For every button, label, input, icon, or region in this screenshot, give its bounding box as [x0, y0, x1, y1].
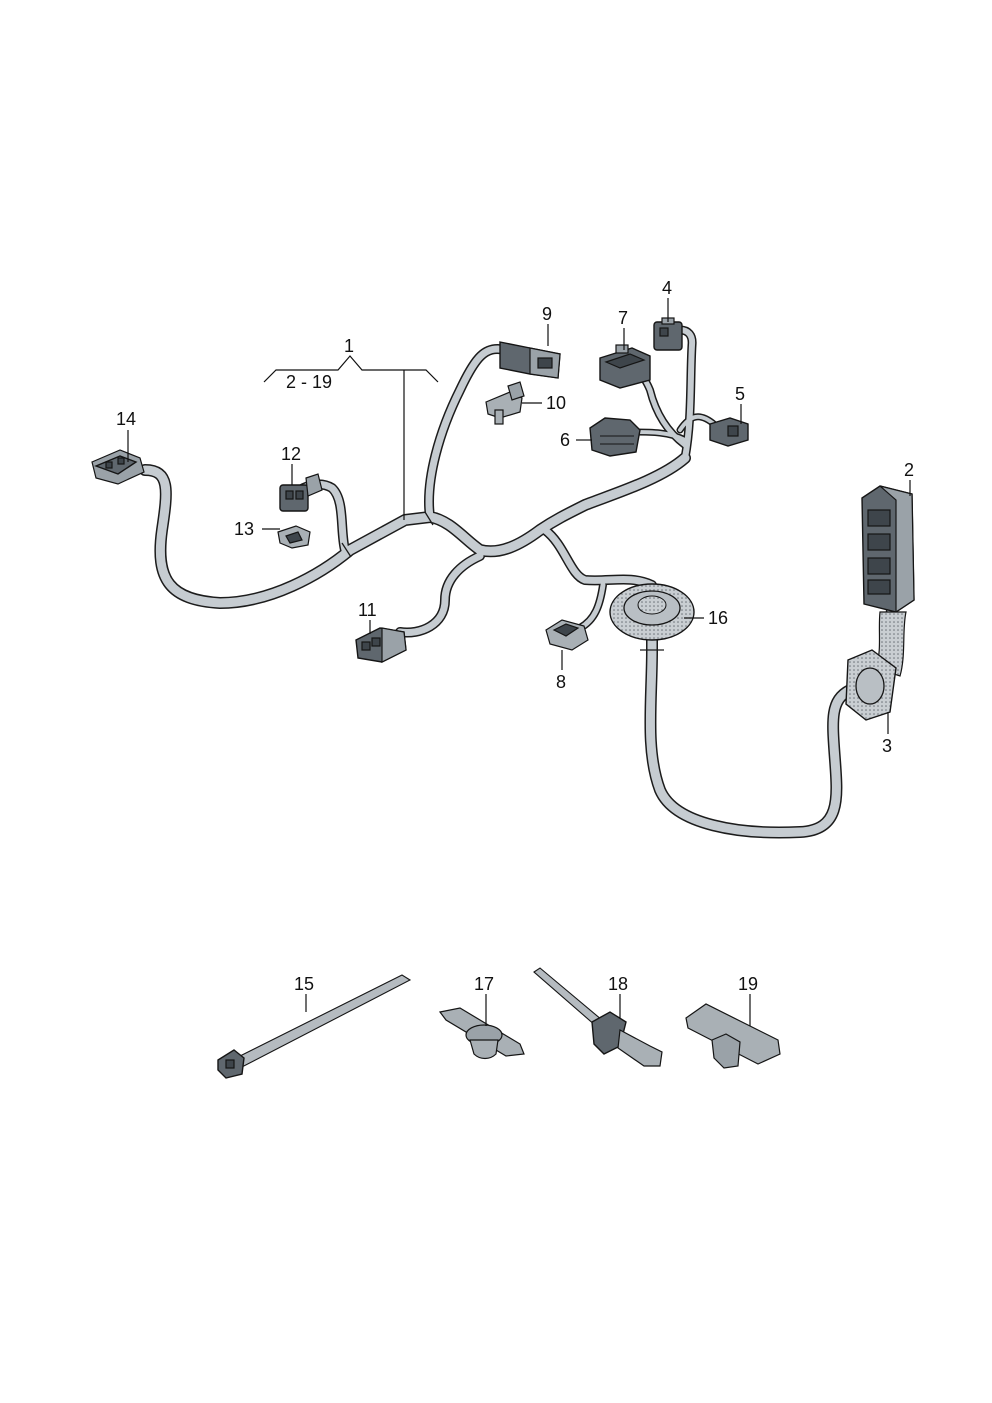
callout-10: 10 — [546, 393, 566, 413]
connector-5 — [709, 417, 749, 447]
callout-16: 16 — [708, 608, 728, 628]
callout-3: 3 — [882, 736, 892, 756]
grommet-16 — [609, 583, 695, 641]
callout-11: 11 — [358, 600, 377, 620]
leader-lines — [127, 298, 911, 1026]
callout-1: 1 — [344, 336, 354, 356]
callout-8: 8 — [556, 672, 566, 692]
holder-17 — [438, 1007, 525, 1060]
tie-clip-18 — [533, 967, 663, 1067]
callout-14: 14 — [116, 409, 136, 429]
connector-11 — [355, 627, 407, 663]
connector-12 — [279, 473, 323, 512]
connector-4 — [653, 317, 683, 351]
callout-labels: 1 2 - 19 14 12 13 9 10 7 4 5 6 11 8 16 2… — [116, 278, 914, 994]
grommet-3 — [845, 649, 897, 721]
connector-7 — [599, 344, 651, 389]
callout-7: 7 — [618, 308, 628, 328]
harness-inner — [140, 327, 899, 837]
callout-9: 9 — [542, 304, 552, 324]
callout-17: 17 — [474, 974, 494, 994]
connector-9 — [499, 341, 561, 379]
callout-4: 4 — [662, 278, 672, 298]
connector-6 — [589, 417, 641, 457]
callout-5: 5 — [735, 384, 745, 404]
connector-14 — [91, 449, 145, 485]
callout-15: 15 — [294, 974, 314, 994]
bracket-19 — [685, 1003, 781, 1069]
harness-clamps — [341, 511, 664, 651]
callout-18: 18 — [608, 974, 628, 994]
connector-8 — [545, 619, 589, 651]
callout-19: 19 — [738, 974, 758, 994]
connector-2 — [861, 485, 915, 614]
callout-12: 12 — [281, 444, 301, 464]
clip-10 — [485, 381, 525, 425]
callout-13: 13 — [234, 519, 254, 539]
cable-tie-15 — [217, 974, 412, 1079]
callout-6: 6 — [560, 430, 570, 450]
callout-range-2-19: 2 - 19 — [286, 372, 332, 392]
part-13-bracket — [277, 525, 311, 549]
callout-2: 2 — [904, 460, 914, 480]
